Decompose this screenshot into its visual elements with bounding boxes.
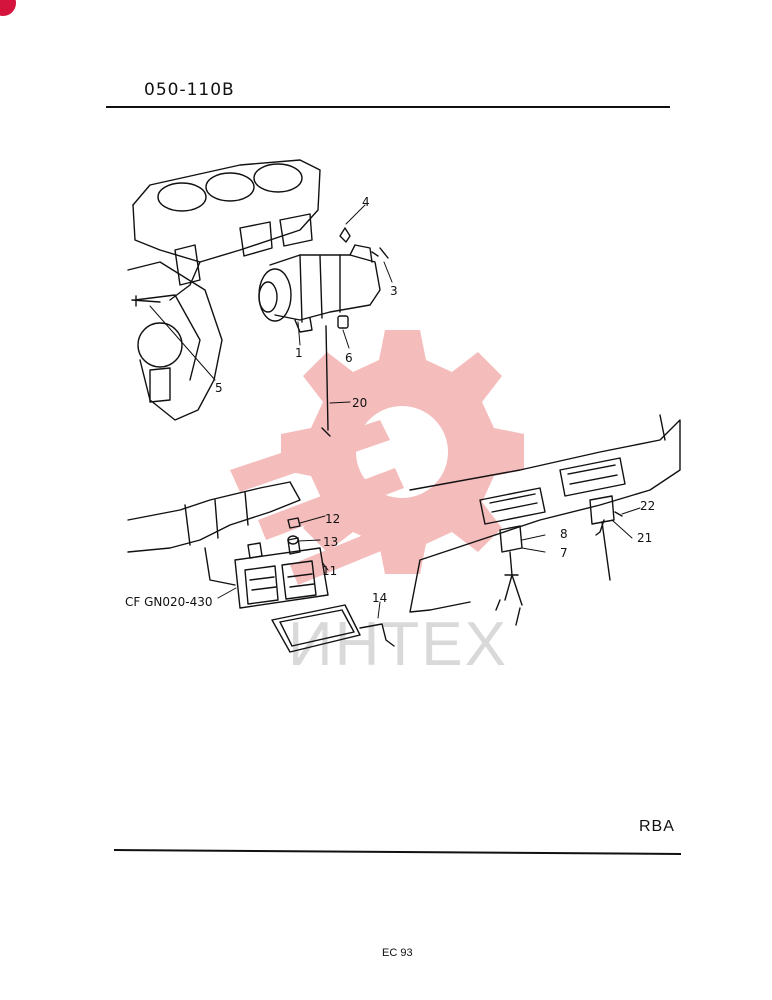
callout-20: 20 [352, 396, 367, 410]
part-21-sender [589, 495, 615, 581]
callout-12: 12 [325, 512, 340, 526]
model-code: RBA [639, 818, 675, 835]
engine-block [127, 159, 321, 421]
gasket [271, 604, 361, 653]
callout-7: 7 [560, 546, 568, 560]
callout-6: 6 [345, 351, 353, 365]
cylinder-head [409, 414, 681, 613]
callout-22: 22 [640, 499, 655, 513]
top-rule [106, 106, 670, 108]
part-14-bracket [359, 623, 395, 647]
part-4 [339, 227, 351, 243]
part-13 [287, 535, 299, 545]
callout-5: 5 [215, 381, 223, 395]
intake-manifold [127, 481, 301, 586]
part-11-heater [234, 537, 329, 609]
watermark-gear-icon [230, 330, 524, 585]
callout-11: 11 [322, 564, 337, 578]
starter-motor [258, 244, 381, 333]
part-12 [287, 517, 301, 529]
callout-4: 4 [362, 195, 370, 209]
part-6 [337, 315, 349, 329]
bolt-5 [131, 295, 161, 307]
part-22 [614, 511, 623, 517]
page-number: EC 93 [382, 947, 413, 959]
callout-21: 21 [637, 531, 652, 545]
callout-8: 8 [560, 527, 568, 541]
part-20-rod [321, 325, 331, 437]
page-code: 050-110B [144, 80, 235, 100]
callout-1: 1 [295, 346, 303, 360]
corner-mark [0, 0, 16, 16]
callout-3: 3 [390, 284, 398, 298]
watermark-text: ИНТЕХ [288, 610, 508, 679]
callout-14: 14 [372, 591, 387, 605]
part-3 [371, 247, 389, 259]
callout-13: 13 [323, 535, 338, 549]
reference-label: CF GN020-430 [125, 595, 213, 609]
